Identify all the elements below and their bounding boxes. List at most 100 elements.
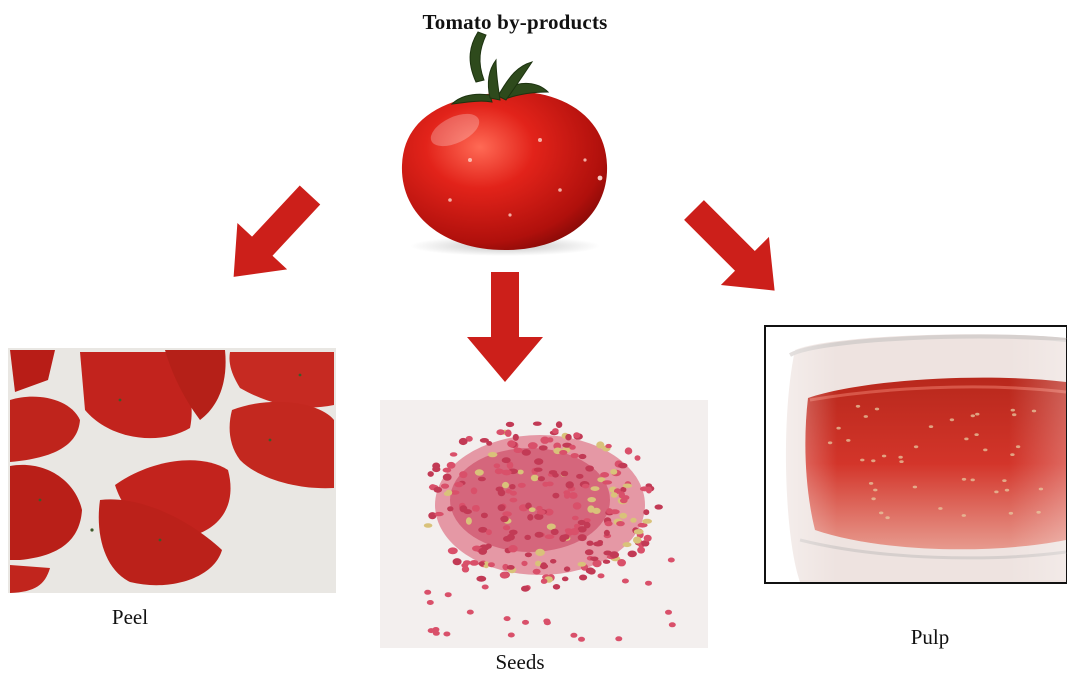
- pulp-seed-speck: [1010, 453, 1014, 456]
- seed-speck: [507, 565, 515, 570]
- seed-speck: [450, 452, 458, 456]
- pulp-seed-speck: [885, 516, 889, 519]
- pulp-seed-speck: [1032, 410, 1036, 413]
- seed-speck: [466, 517, 472, 524]
- seed-speck: [445, 490, 452, 496]
- seed-speck: [619, 513, 627, 519]
- seed-speck: [623, 542, 632, 547]
- pulp-label: Pulp: [880, 625, 980, 650]
- seed-speck: [448, 547, 458, 554]
- pulp-seed-speck: [983, 449, 987, 452]
- seed-speck: [524, 535, 531, 540]
- seed-speck: [533, 422, 542, 426]
- seed-speck: [502, 457, 511, 463]
- pulp-seed-speck: [828, 441, 832, 444]
- seed-speck: [509, 484, 515, 489]
- seed-speck: [571, 453, 579, 458]
- seed-speck: [472, 505, 478, 511]
- seed-speck: [427, 600, 434, 605]
- seed-speck: [542, 482, 548, 487]
- seed-speck: [480, 438, 489, 443]
- pulp-seed-speck: [898, 456, 902, 459]
- seed-speck: [453, 558, 462, 565]
- seed-speck: [447, 506, 453, 511]
- seed-speck: [596, 441, 604, 448]
- seed-speck: [585, 549, 594, 555]
- seed-speck: [525, 552, 532, 557]
- seed-speck: [428, 471, 434, 477]
- pulp-seed-speck: [882, 455, 886, 458]
- arrow-to-peel-icon: [209, 172, 335, 300]
- seed-speck: [495, 468, 503, 474]
- seed-speck: [579, 575, 587, 581]
- seed-speck: [545, 534, 555, 539]
- seed-speck: [496, 487, 504, 492]
- seed-speck: [434, 487, 443, 493]
- seed-speck: [535, 549, 545, 556]
- seed-speck: [513, 434, 519, 441]
- seed-speck: [533, 570, 540, 574]
- seed-speck: [587, 541, 594, 546]
- pulp-seed-speck: [994, 491, 998, 494]
- seed-speck: [506, 489, 512, 494]
- seed-speck: [549, 470, 557, 475]
- pulp-seed-speck: [962, 478, 966, 481]
- seed-speck: [482, 585, 489, 590]
- seed-speck: [488, 452, 498, 457]
- seed-speck: [443, 632, 450, 637]
- seed-speck: [566, 481, 574, 488]
- seed-speck: [481, 513, 488, 519]
- seed-speck: [486, 529, 492, 535]
- pulp-seed-speck: [860, 459, 864, 462]
- seeds-image: [380, 400, 708, 648]
- seed-speck: [578, 534, 587, 541]
- seed-speck: [619, 491, 625, 498]
- seed-speck: [576, 474, 583, 479]
- seed-speck: [506, 422, 514, 427]
- seed-speck: [522, 620, 529, 625]
- seed-speck: [625, 447, 633, 454]
- seed-speck: [668, 558, 675, 563]
- seed-speck: [559, 450, 567, 455]
- seed-speck: [459, 471, 467, 478]
- seed-speck: [454, 482, 463, 487]
- seed-speck: [443, 474, 452, 481]
- seed-speck: [502, 482, 509, 488]
- seed-speck: [478, 548, 487, 555]
- seed-speck: [432, 463, 440, 470]
- seed-speck: [562, 577, 569, 582]
- pulp-seed-speck: [1011, 409, 1015, 412]
- seed-speck: [644, 535, 652, 542]
- seed-speck: [502, 470, 512, 476]
- seeds-label: Seeds: [470, 650, 570, 675]
- pulp-seed-speck: [971, 414, 975, 417]
- seed-speck: [565, 434, 571, 441]
- pulp-seed-speck: [929, 425, 933, 428]
- seed-speck: [527, 514, 533, 521]
- seed-speck: [570, 633, 577, 638]
- pulp-seed-speck: [846, 439, 850, 442]
- seed-speck: [531, 475, 539, 482]
- pulp-seed-speck: [871, 497, 875, 500]
- seed-speck: [478, 477, 486, 482]
- seed-speck: [459, 438, 468, 445]
- pulp-seed-speck: [913, 486, 917, 489]
- seed-speck: [521, 586, 530, 592]
- seed-speck: [447, 462, 456, 469]
- seed-speck: [500, 516, 508, 522]
- seed-speck: [505, 430, 512, 437]
- arrow-to-pulp-icon: [670, 186, 799, 315]
- seed-speck: [579, 454, 587, 459]
- seed-speck: [471, 487, 478, 494]
- seed-speck: [572, 516, 579, 521]
- seed-speck: [485, 544, 491, 549]
- pulp-image: [765, 326, 1067, 583]
- seed-speck: [602, 480, 612, 484]
- seed-speck: [504, 616, 511, 621]
- seed-speck: [645, 581, 652, 586]
- seed-speck: [611, 492, 618, 498]
- seed-speck: [605, 444, 611, 448]
- pulp-seed-speck: [899, 460, 903, 463]
